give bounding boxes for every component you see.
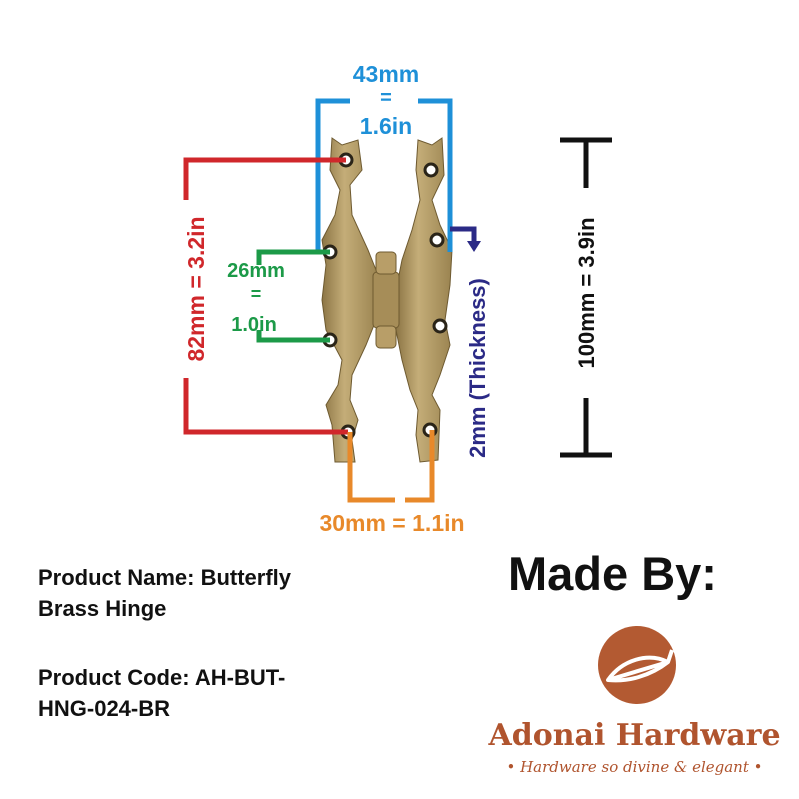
length-bracket [560, 137, 612, 458]
product-code-line1: Product Code: AH-BUT- [38, 665, 286, 690]
brand-name: Adonai Hardware [488, 718, 781, 753]
inner-spacing-in: 1.0in [231, 314, 277, 336]
length-label: 100mm = 3.9in [574, 217, 599, 368]
product-name: Product Name: Butterfly Brass Hinge [38, 562, 291, 624]
width-mm-label: 43mm [353, 61, 419, 87]
thickness-arrow [450, 226, 481, 252]
inner-spacing-mm: 26mm [227, 260, 285, 282]
outer-hole-bracket [183, 157, 348, 435]
horizontal-hole-bracket [347, 430, 435, 503]
width-eq-label: = [380, 87, 392, 109]
product-name-line2: Brass Hinge [38, 596, 167, 621]
brand-logo [598, 626, 676, 704]
width-bracket [315, 98, 453, 252]
product-code: Product Code: AH-BUT- HNG-024-BR [38, 662, 285, 724]
brand-tagline: • Hardware so divine & elegant • [506, 758, 763, 776]
hinge-knuckle [372, 271, 400, 329]
fish-icon [606, 649, 674, 683]
made-by-heading: Made By: [508, 547, 717, 600]
inner-spacing-eq: = [251, 284, 262, 304]
screw-holes [322, 152, 448, 440]
product-name-line1: Product Name: Butterfly [38, 565, 292, 590]
hinge-left-leaf [321, 137, 379, 463]
horizontal-spacing-label: 30mm = 1.1in [319, 510, 464, 536]
product-code-line2: HNG-024-BR [38, 696, 171, 721]
width-in-label: 1.6in [360, 113, 412, 139]
inner-hole-bracket [256, 249, 330, 343]
outer-hole-spacing-label: 82mm = 3.2in [183, 216, 209, 361]
hinge-right-leaf [395, 137, 453, 463]
thickness-label: 2mm (Thickness) [465, 278, 490, 458]
